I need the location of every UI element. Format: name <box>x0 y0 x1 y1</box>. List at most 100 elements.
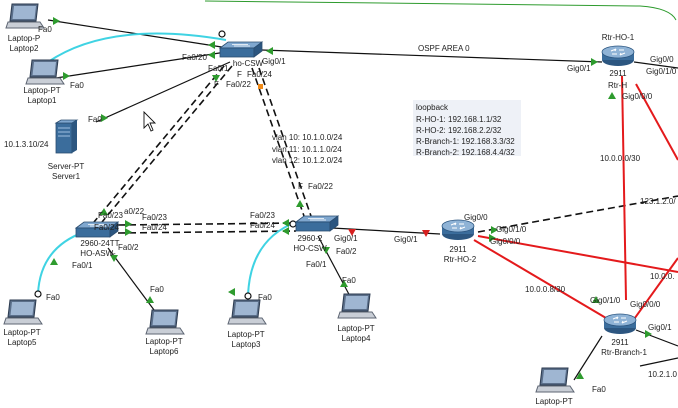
link-rho2-rb1[interactable] <box>473 239 607 319</box>
device-name: HO-ASW- <box>80 249 116 258</box>
device-label: Laptop-PT <box>3 328 40 337</box>
server-icon <box>55 119 78 154</box>
port-label: Gig0/1 <box>567 64 591 73</box>
mouse-cursor-icon <box>143 110 157 132</box>
note-line: R-HO-1: 192.168.1.1/32 <box>416 115 502 124</box>
link-server1-csw1[interactable] <box>95 61 231 123</box>
port-label: Gig0/1/0 <box>496 225 527 234</box>
link-csw1-asw-a[interactable] <box>93 65 225 223</box>
network-label: 10.0.0.0/30 <box>600 154 641 163</box>
status-blocking-icon <box>258 84 263 89</box>
link-csw1-asw-b[interactable] <box>101 65 233 223</box>
port-label: F <box>214 80 219 89</box>
port-label: Fa0/24 <box>247 70 272 79</box>
device-name: Server1 <box>52 172 81 181</box>
link-csw1-csw2-b[interactable] <box>258 67 312 217</box>
port-label: Fa0 <box>342 276 356 285</box>
laptop-icon <box>25 59 65 85</box>
device-server1[interactable]: Server-PT Server1 <box>48 119 85 181</box>
port-label: Fa0/23 <box>98 211 123 220</box>
port-label: Fa0/20 <box>182 53 207 62</box>
note-line: R-Branch-2: 192.168.4.4/32 <box>416 148 515 157</box>
port-label: Fa0 <box>258 293 272 302</box>
link-laptop1-csw1[interactable] <box>55 51 227 79</box>
laptop-icon <box>337 293 377 319</box>
link-rho1-far-right[interactable] <box>635 83 678 161</box>
laptop-icon <box>3 299 43 325</box>
device-label: Laptop-PT <box>145 337 182 346</box>
port-label: F <box>298 182 303 191</box>
note-title: loopback <box>416 103 449 112</box>
device-laptop5[interactable]: Laptop-PT Laptop5 <box>3 299 43 347</box>
device-name: ho-CSW <box>233 59 264 68</box>
port-labels: Fa0 Fa0 Fa0 Fa0/20 Fa0/1 F Fa0/24 Gig0/1… <box>38 25 677 394</box>
device-rtr-ho1[interactable]: Rtr-HO-1 2911 <box>601 33 635 78</box>
device-name: Rtr-HO-1 <box>602 33 635 42</box>
link-rb1-laptop[interactable] <box>573 335 603 381</box>
port-label: Gig0/0/0 <box>490 237 521 246</box>
device-hq-csw1[interactable]: ho-CSW <box>219 41 264 68</box>
status-up-icon <box>101 114 108 122</box>
port-label: Gig0/0/0 <box>622 92 653 101</box>
network-label: 10.0.0.8/30 <box>525 285 566 294</box>
link-rho2-far-right[interactable] <box>477 235 678 273</box>
link-rb1-right[interactable] <box>635 329 678 347</box>
note-line: R-HO-2: 192.168.2.2/32 <box>416 126 502 135</box>
link-asw-laptop6[interactable] <box>107 247 161 319</box>
device-laptop1[interactable]: Laptop-PT Laptop1 <box>23 59 65 105</box>
port-label: Fa0/24 <box>142 223 167 232</box>
router-icon <box>601 45 635 67</box>
device-label: Laptop-PT <box>227 330 264 339</box>
link-csw1-rho1[interactable] <box>261 49 603 63</box>
port-label: Fa0/24 <box>250 221 275 230</box>
link-rb1-far-right[interactable] <box>631 257 678 323</box>
status-up-icon <box>296 200 304 207</box>
console-end-csw2 <box>289 220 297 228</box>
port-label: F <box>237 70 242 79</box>
note-line: R-Branch-1: 192.168.3.3/32 <box>416 137 515 146</box>
link-csw2-laptop4[interactable] <box>317 235 353 301</box>
device-label: Laptop-PT <box>337 324 374 333</box>
link-rb1-right-2[interactable] <box>639 357 678 367</box>
device-label: Laptop-PT <box>535 397 572 406</box>
port-label: a0/22 <box>124 207 145 216</box>
device-hq-asw[interactable]: 2960-24TT HO-ASW- <box>75 221 120 258</box>
status-up-icon <box>63 72 70 80</box>
device-name: HO-CSW <box>293 244 327 253</box>
status-up-icon <box>50 258 58 265</box>
vlan-label: vlan 12: 10.1.2.0/24 <box>272 156 343 165</box>
device-rtr-branch1[interactable]: 2911 Rtr-Branch-1 <box>601 313 647 357</box>
device-model: 2911 <box>609 69 627 78</box>
link-asw-csw2-b[interactable] <box>117 230 297 234</box>
console-laptop2-csw1[interactable] <box>47 32 227 63</box>
link-asw-csw2-a[interactable] <box>117 222 297 226</box>
port-label: Fa0 <box>150 285 164 294</box>
status-up-icon <box>228 288 235 296</box>
port-label: Gig0/1 <box>394 235 418 244</box>
loopback-note[interactable]: loopback R-HO-1: 192.168.1.1/32 R-HO-2: … <box>413 100 521 157</box>
device-rtr-ho2[interactable]: 2911 Rtr-HO-2 <box>441 219 477 264</box>
device-laptop2[interactable]: Laptop-P Laptop2 <box>5 3 45 53</box>
port-label: Fa0 <box>88 115 102 124</box>
port-label: Gig0/0 <box>464 213 488 222</box>
link-csw1-csw2-a[interactable] <box>251 67 305 217</box>
device-name: Laptop6 <box>150 347 179 356</box>
device-laptop3[interactable]: Laptop-PT Laptop3 <box>227 299 267 349</box>
link-rho1-rho2[interactable] <box>621 75 627 301</box>
device-hq-csw2[interactable]: 2960-2 HO-CSW <box>293 215 339 253</box>
device-model: 2911 <box>449 245 467 254</box>
network-label: 10.0.0. <box>650 272 674 281</box>
device-laptop4[interactable]: Laptop-PT Laptop4 <box>337 293 377 343</box>
server-ip-label: 10.1.3.10/24 <box>4 140 49 149</box>
device-laptop6[interactable]: Laptop-PT Laptop6 <box>145 309 185 356</box>
switch-icon <box>219 41 263 58</box>
vlan-label: vlan 11: 10.1.1.0/24 <box>272 145 342 154</box>
network-label: 123.1.2.0/ <box>640 197 676 206</box>
link-rho1-right[interactable] <box>633 61 678 69</box>
port-label: Gig0/1 <box>262 57 286 66</box>
device-model: 2960-24TT <box>80 239 119 248</box>
port-label: Fa0/1 <box>72 261 93 270</box>
device-laptop-bottom[interactable]: Laptop-PT <box>535 367 575 406</box>
link-rho2-isp[interactable] <box>477 195 678 233</box>
note-background <box>413 100 521 156</box>
